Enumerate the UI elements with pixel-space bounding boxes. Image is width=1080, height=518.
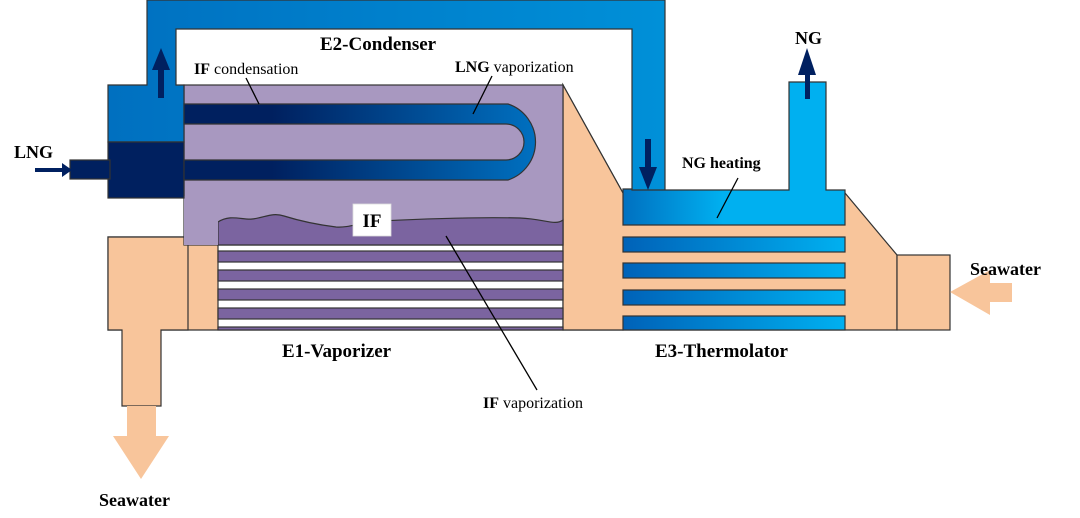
if-vapor-lower-block [184, 196, 218, 245]
seawater-outlet-pipe [107, 236, 189, 407]
seawater-inlet-arrow-icon [950, 270, 1012, 315]
seawater-inlet-label: Seawater [970, 259, 1041, 279]
e1-tube [217, 326, 564, 331]
lng-u-tube [183, 103, 537, 181]
if-vaporization-label: IF vaporization [483, 395, 583, 412]
e3-tube [622, 262, 846, 279]
ng-heating-chamber [622, 81, 846, 226]
lng-vaporization-label-rest: vaporization [490, 59, 574, 76]
if-condensation-label: IF condensation [194, 61, 298, 78]
leader-lines [245, 75, 739, 391]
ng-outlet-arrow-icon [798, 48, 816, 99]
e3-tube [622, 236, 846, 253]
ng-outlet-label: NG [795, 28, 822, 48]
ng-up-arrow-icon [152, 48, 170, 98]
e1-tube [217, 250, 564, 263]
lng-inlet-arrow-icon [35, 163, 72, 177]
leader-ng-heating [716, 177, 739, 219]
e1-tube [217, 269, 564, 282]
vaporizer-title: E1-Vaporizer [282, 341, 392, 362]
if-label-box [352, 203, 392, 237]
e1-tube [217, 288, 564, 301]
e3-thermolator [622, 81, 846, 331]
leader-if-condensation [245, 77, 260, 105]
lng-inlet-nozzle [69, 159, 111, 180]
ng-heating-label: NG heating [682, 155, 761, 172]
if-vaporization-label-bold: IF [483, 395, 499, 412]
lng-inlet-label: LNG [14, 142, 53, 162]
condenser-title: E2-Condenser [320, 34, 437, 55]
e3-tube [622, 315, 846, 331]
ng-piping [69, 0, 666, 199]
ng-down-arrow-icon [639, 139, 657, 190]
thermolator-title: E3-Thermolator [655, 341, 789, 362]
lng-vaporization-label-bold: LNG [455, 59, 490, 76]
if-label: IF [363, 211, 382, 232]
leader-if-vaporization [445, 235, 538, 391]
leader-lng-vaporization [472, 75, 493, 115]
lng-inlet-header [107, 141, 185, 199]
seawater-outlet-arrow-icon [113, 406, 169, 479]
seawater-inlet-box [896, 254, 951, 331]
e3-tube [622, 289, 846, 306]
e1-tube-bank [217, 250, 564, 331]
if-vaporization-label-rest: vaporization [499, 395, 583, 412]
if-condensation-label-bold: IF [194, 61, 210, 78]
e1-tube [217, 307, 564, 320]
lng-vaporization-label: LNG vaporization [455, 59, 574, 76]
flow-arrows [35, 48, 1012, 479]
if-condensation-label-rest: condensation [210, 61, 298, 78]
seawater-outlet-label: Seawater [99, 490, 170, 510]
